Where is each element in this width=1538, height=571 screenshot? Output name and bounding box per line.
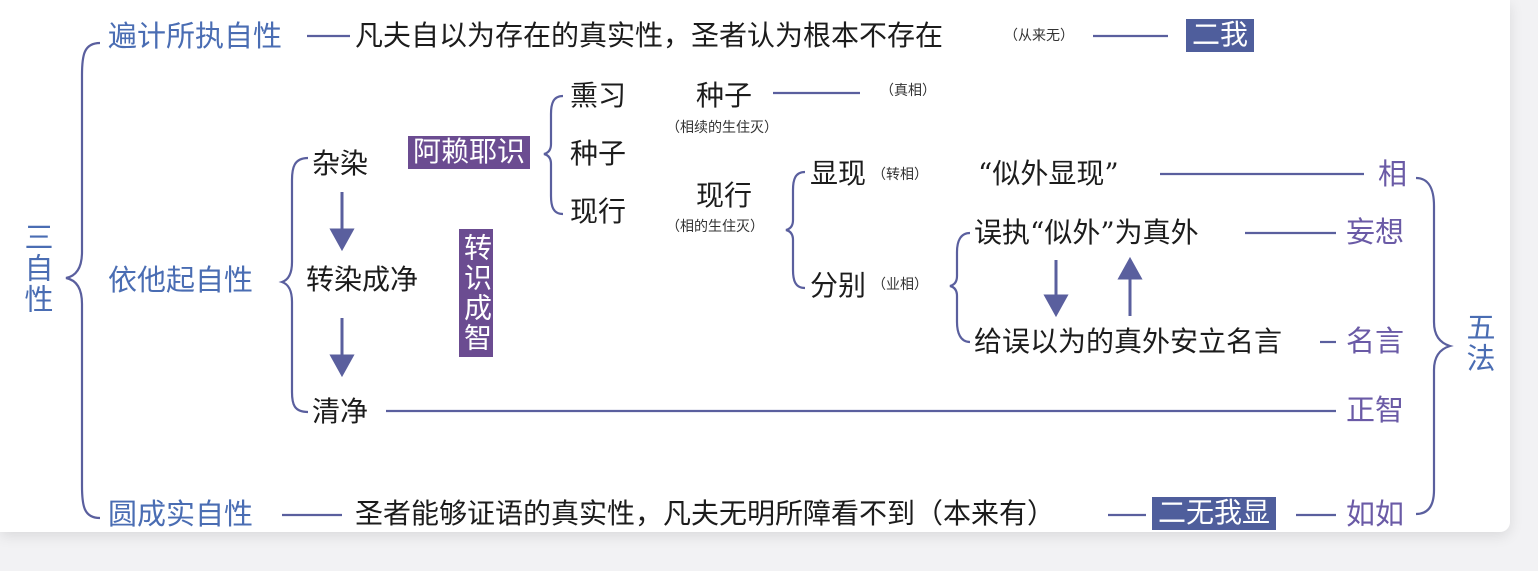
note-conglaiwu: （从来无）: [1004, 28, 1074, 44]
note-fenbie: （业相）: [872, 277, 928, 293]
label-bianji: 遍计所执自性: [108, 19, 283, 53]
label-zhengzhi: 正智: [1346, 393, 1405, 427]
label-xianxian: 显现: [810, 157, 867, 190]
label-siwai: “似外显现”: [978, 157, 1119, 190]
connector-layer: [65, 34, 1454, 520]
label-yuancheng: 圆成实自性: [108, 497, 254, 531]
label-xiang: 相: [1378, 157, 1408, 191]
arrow-down-icon: [329, 228, 355, 252]
label-geiwu: 给误以为的真外安立名言: [974, 325, 1283, 358]
arrow-up-icon: [1117, 256, 1143, 280]
label-yitaqi: 依他起自性: [108, 263, 254, 297]
label-wuzhi: 误执“似外”为真外: [974, 216, 1199, 249]
note-zhenxiang: （真相）: [880, 83, 936, 99]
desc-row1: 凡夫自以为存在的真实性，圣者认为根本不存在: [355, 19, 944, 52]
desc-row3: 圣者能够证语的真实性，凡夫无明所障看不到（本来有）: [355, 497, 1056, 530]
label-xianxing2: 现行: [696, 179, 753, 212]
brace-sanzixing: [65, 41, 101, 520]
label-wangxiang: 妄想: [1346, 215, 1405, 249]
note-xianxian: （转相）: [872, 167, 928, 183]
arrow-down-icon: [1043, 294, 1069, 318]
label-zhongzi: 种子: [570, 137, 627, 170]
label-zhongzi2: 种子: [696, 79, 753, 112]
arrow-down-icon: [329, 354, 355, 378]
box-alaya: 阿赖耶识: [408, 136, 531, 169]
diagram-card: 三自性 遍计所执自性 凡夫自以为存在的真实性，圣者认为根本不存在 （从来无） 二…: [0, 0, 1510, 532]
brace-xianxing: [785, 170, 806, 290]
brace-alaya: [543, 94, 564, 216]
box-erwuwo: 二无我显: [1152, 497, 1277, 530]
brace-fenbie: [949, 231, 971, 344]
label-mingyan: 名言: [1346, 324, 1405, 358]
label-ruru: 如如: [1346, 497, 1405, 531]
label-qingjing: 清净: [312, 395, 369, 428]
label-sanzixing: 三自性: [20, 222, 54, 315]
label-zaran: 杂染: [312, 147, 369, 180]
label-xianxing: 现行: [570, 195, 627, 228]
label-xunxi: 熏习: [570, 79, 627, 112]
brace-yitaqi: [278, 156, 309, 414]
box-zhuanshi: 转识成智: [459, 229, 493, 357]
label-zhuanran: 转染成净: [306, 263, 419, 296]
note-xianxing2: （相的生住灭）: [666, 219, 764, 235]
box-erwo: 二我: [1186, 19, 1255, 52]
label-wufa: 五法: [1462, 312, 1496, 374]
brace-wufa: [1415, 176, 1454, 516]
label-fenbie: 分别: [810, 269, 867, 302]
note-zhongzi2: （相续的生住灭）: [666, 120, 778, 136]
